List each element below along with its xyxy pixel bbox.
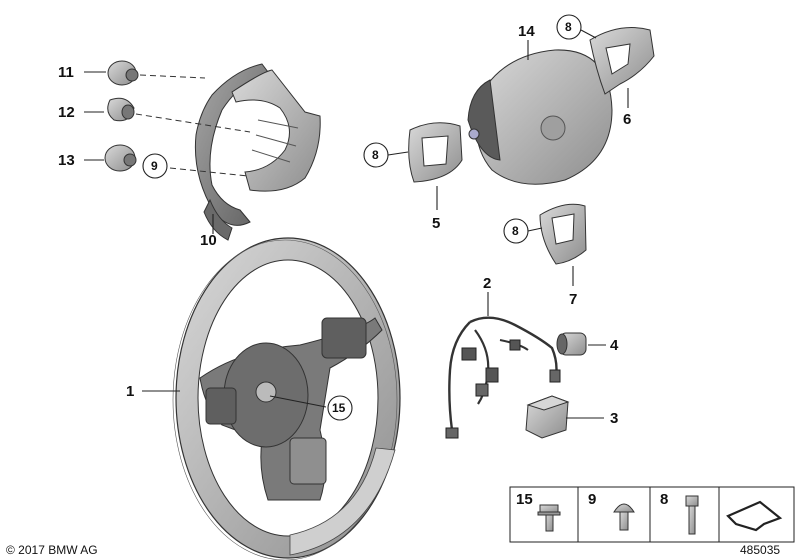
button-head-screw-icon [613, 503, 635, 531]
nut-13 [104, 144, 137, 172]
callout-7: 7 [569, 291, 577, 308]
callout-3: 3 [610, 410, 618, 427]
leader-line-8-mid [387, 151, 409, 156]
callout-2: 2 [483, 275, 491, 292]
wiring-harness [445, 316, 561, 439]
flange-bolt-icon [537, 504, 561, 532]
callout-5: 5 [432, 215, 440, 232]
callout-circle-9 [142, 153, 168, 179]
callout-15: 15 [332, 401, 346, 415]
grommet-12 [107, 97, 135, 122]
dash-line-11 [139, 74, 206, 79]
callout-12: 12 [58, 104, 75, 121]
steering-column-cover [194, 63, 321, 241]
callout-11: 11 [58, 64, 74, 81]
cap-screw-icon [685, 495, 699, 535]
callout-10: 10 [200, 232, 217, 249]
callout-8-low: 8 [512, 224, 519, 238]
legend-label-9: 9 [588, 491, 596, 508]
trim-cover-6 [589, 27, 655, 95]
dash-line-13 [169, 167, 249, 177]
callout-circle-15 [327, 395, 353, 421]
nut-11 [107, 60, 139, 86]
legend-label-15: 15 [516, 491, 533, 508]
leader-line-8-low [527, 227, 543, 232]
callout-8-top: 8 [565, 20, 572, 34]
sheet-corner-icon [726, 500, 783, 532]
diagram-number: 485035 [740, 543, 780, 557]
dash-line-12 [135, 113, 251, 133]
trim-cover-5 [408, 122, 463, 183]
leader-line-8-top [580, 29, 597, 39]
callout-9: 9 [151, 159, 158, 173]
connector-4 [556, 332, 587, 356]
steering-wheel [172, 237, 401, 560]
callout-13: 13 [58, 152, 75, 169]
callout-14: 14 [518, 23, 535, 40]
callout-circle-8-top [556, 14, 582, 40]
control-unit-3 [525, 395, 570, 439]
callout-4: 4 [610, 337, 619, 354]
callout-6: 6 [623, 111, 631, 128]
callout-1: 1 [126, 383, 134, 400]
leader-line-15 [269, 395, 327, 408]
copyright-text: © 2017 BMW AG [6, 543, 98, 557]
callout-8-mid: 8 [372, 148, 379, 162]
trim-cover-7 [539, 203, 587, 265]
legend-label-8: 8 [660, 491, 668, 508]
airbag-module [467, 49, 613, 185]
